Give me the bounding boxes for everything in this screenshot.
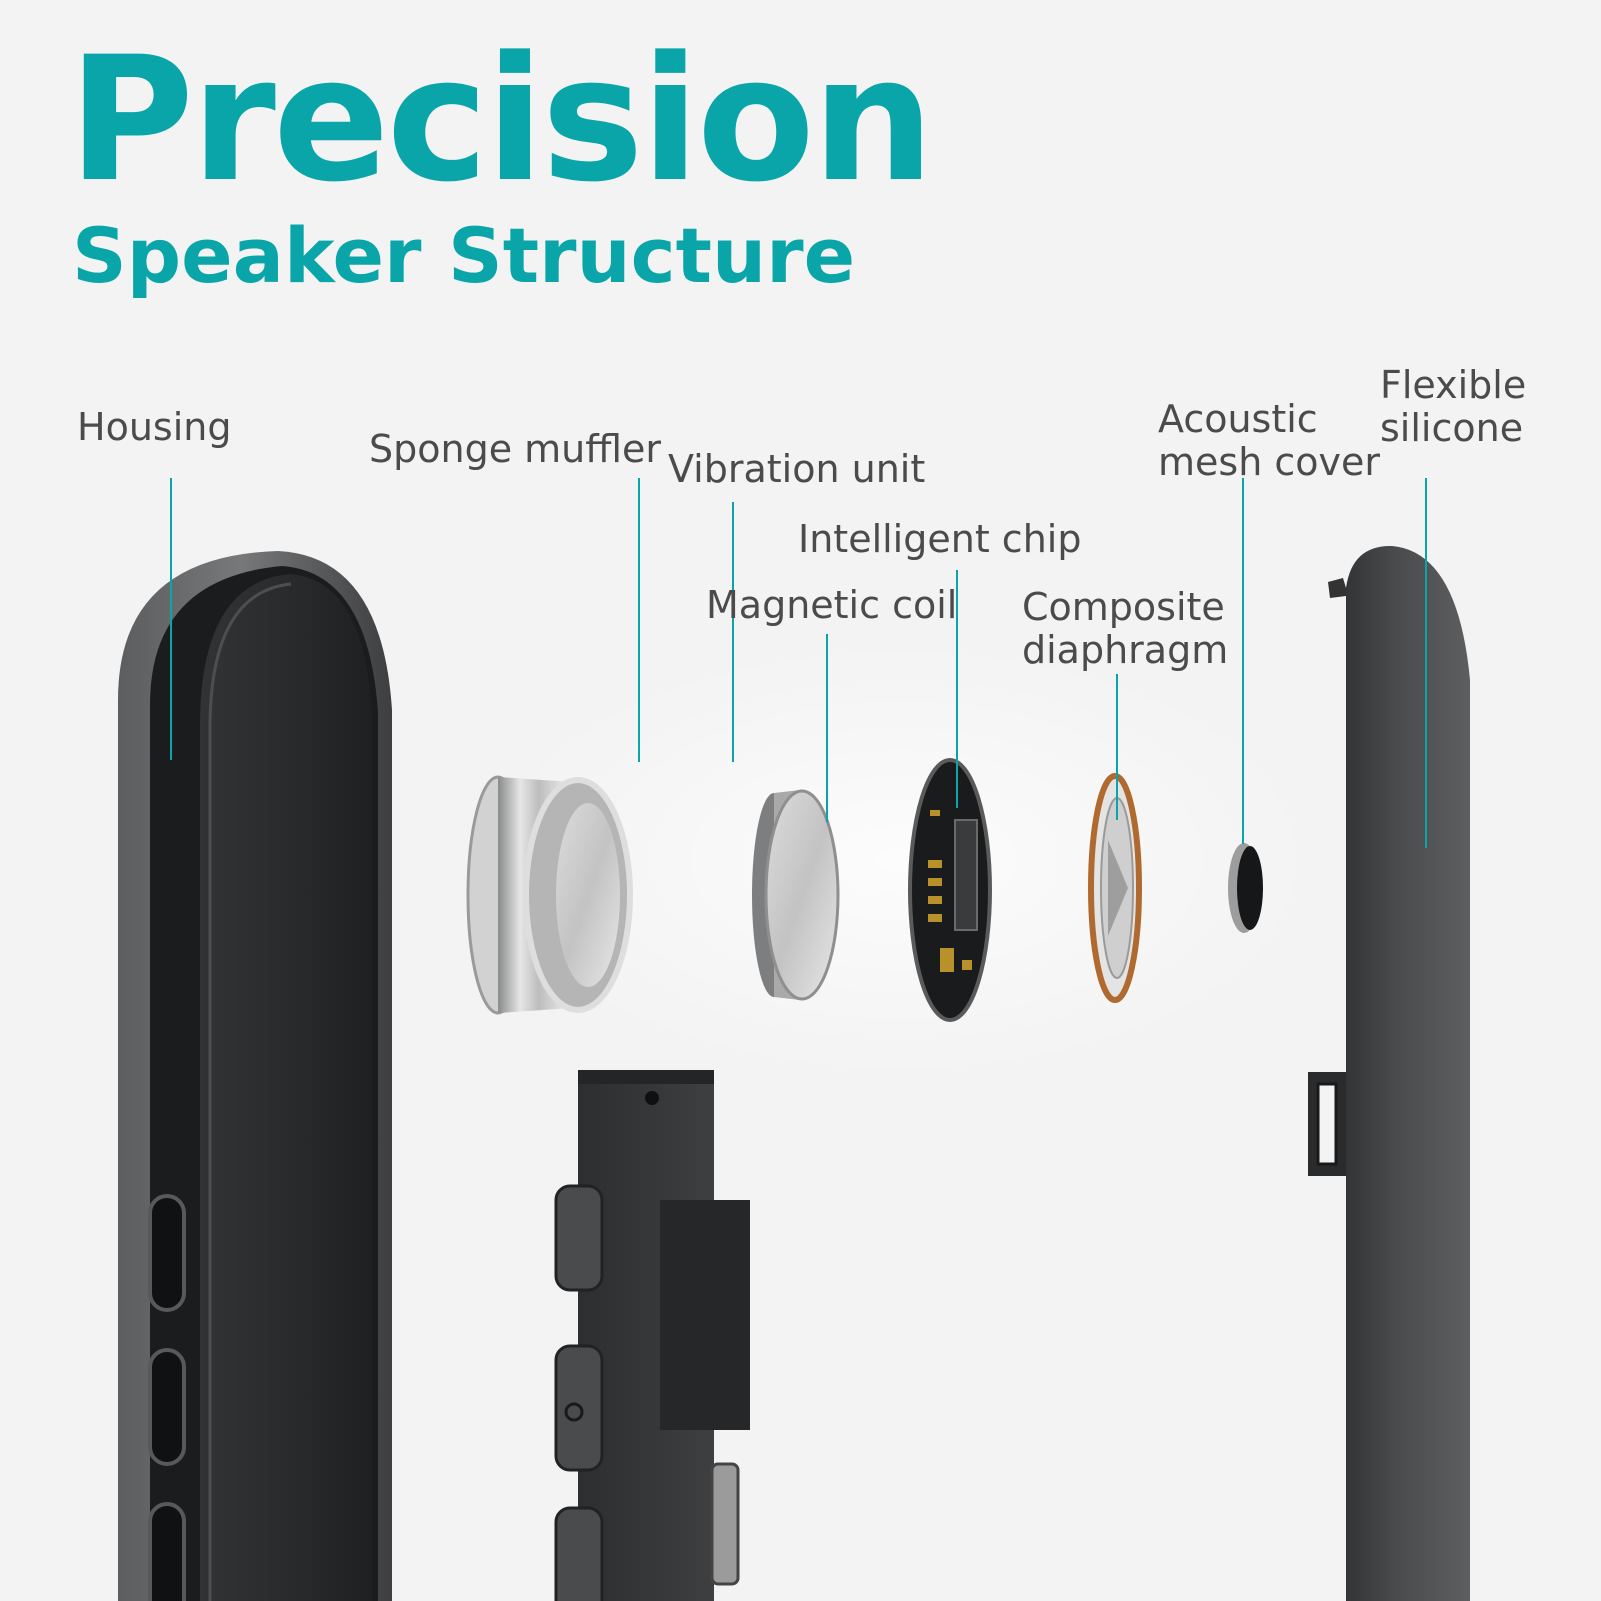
housing-shell xyxy=(118,551,392,1601)
sponge-muffler-part xyxy=(466,775,633,1015)
page-title: Precision xyxy=(68,19,934,220)
label-sponge-muffler: Sponge muffler xyxy=(369,427,661,471)
label-composite-diaphragm: Composite diaphragm xyxy=(1022,585,1229,672)
label-acoustic-mesh-cover: Acoustic mesh cover xyxy=(1158,397,1380,484)
back-cover-part xyxy=(1308,545,1470,1601)
label-magnetic-coil: Magnetic coil xyxy=(706,583,958,627)
label-intelligent-chip: Intelligent chip xyxy=(798,517,1082,561)
label-flexible-silicone: Flexible silicone xyxy=(1380,363,1527,450)
page-subtitle: Speaker Structure xyxy=(72,211,856,300)
magnetic-coil-part xyxy=(752,789,840,1001)
label-vibration-unit: Vibration unit xyxy=(668,447,926,491)
label-housing: Housing xyxy=(77,405,232,449)
internal-frame-part xyxy=(554,1070,750,1601)
composite-diaphragm-part xyxy=(1088,773,1142,1003)
acoustic-mesh-cover-part xyxy=(1228,843,1263,933)
intelligent-chip-part xyxy=(908,758,992,1022)
